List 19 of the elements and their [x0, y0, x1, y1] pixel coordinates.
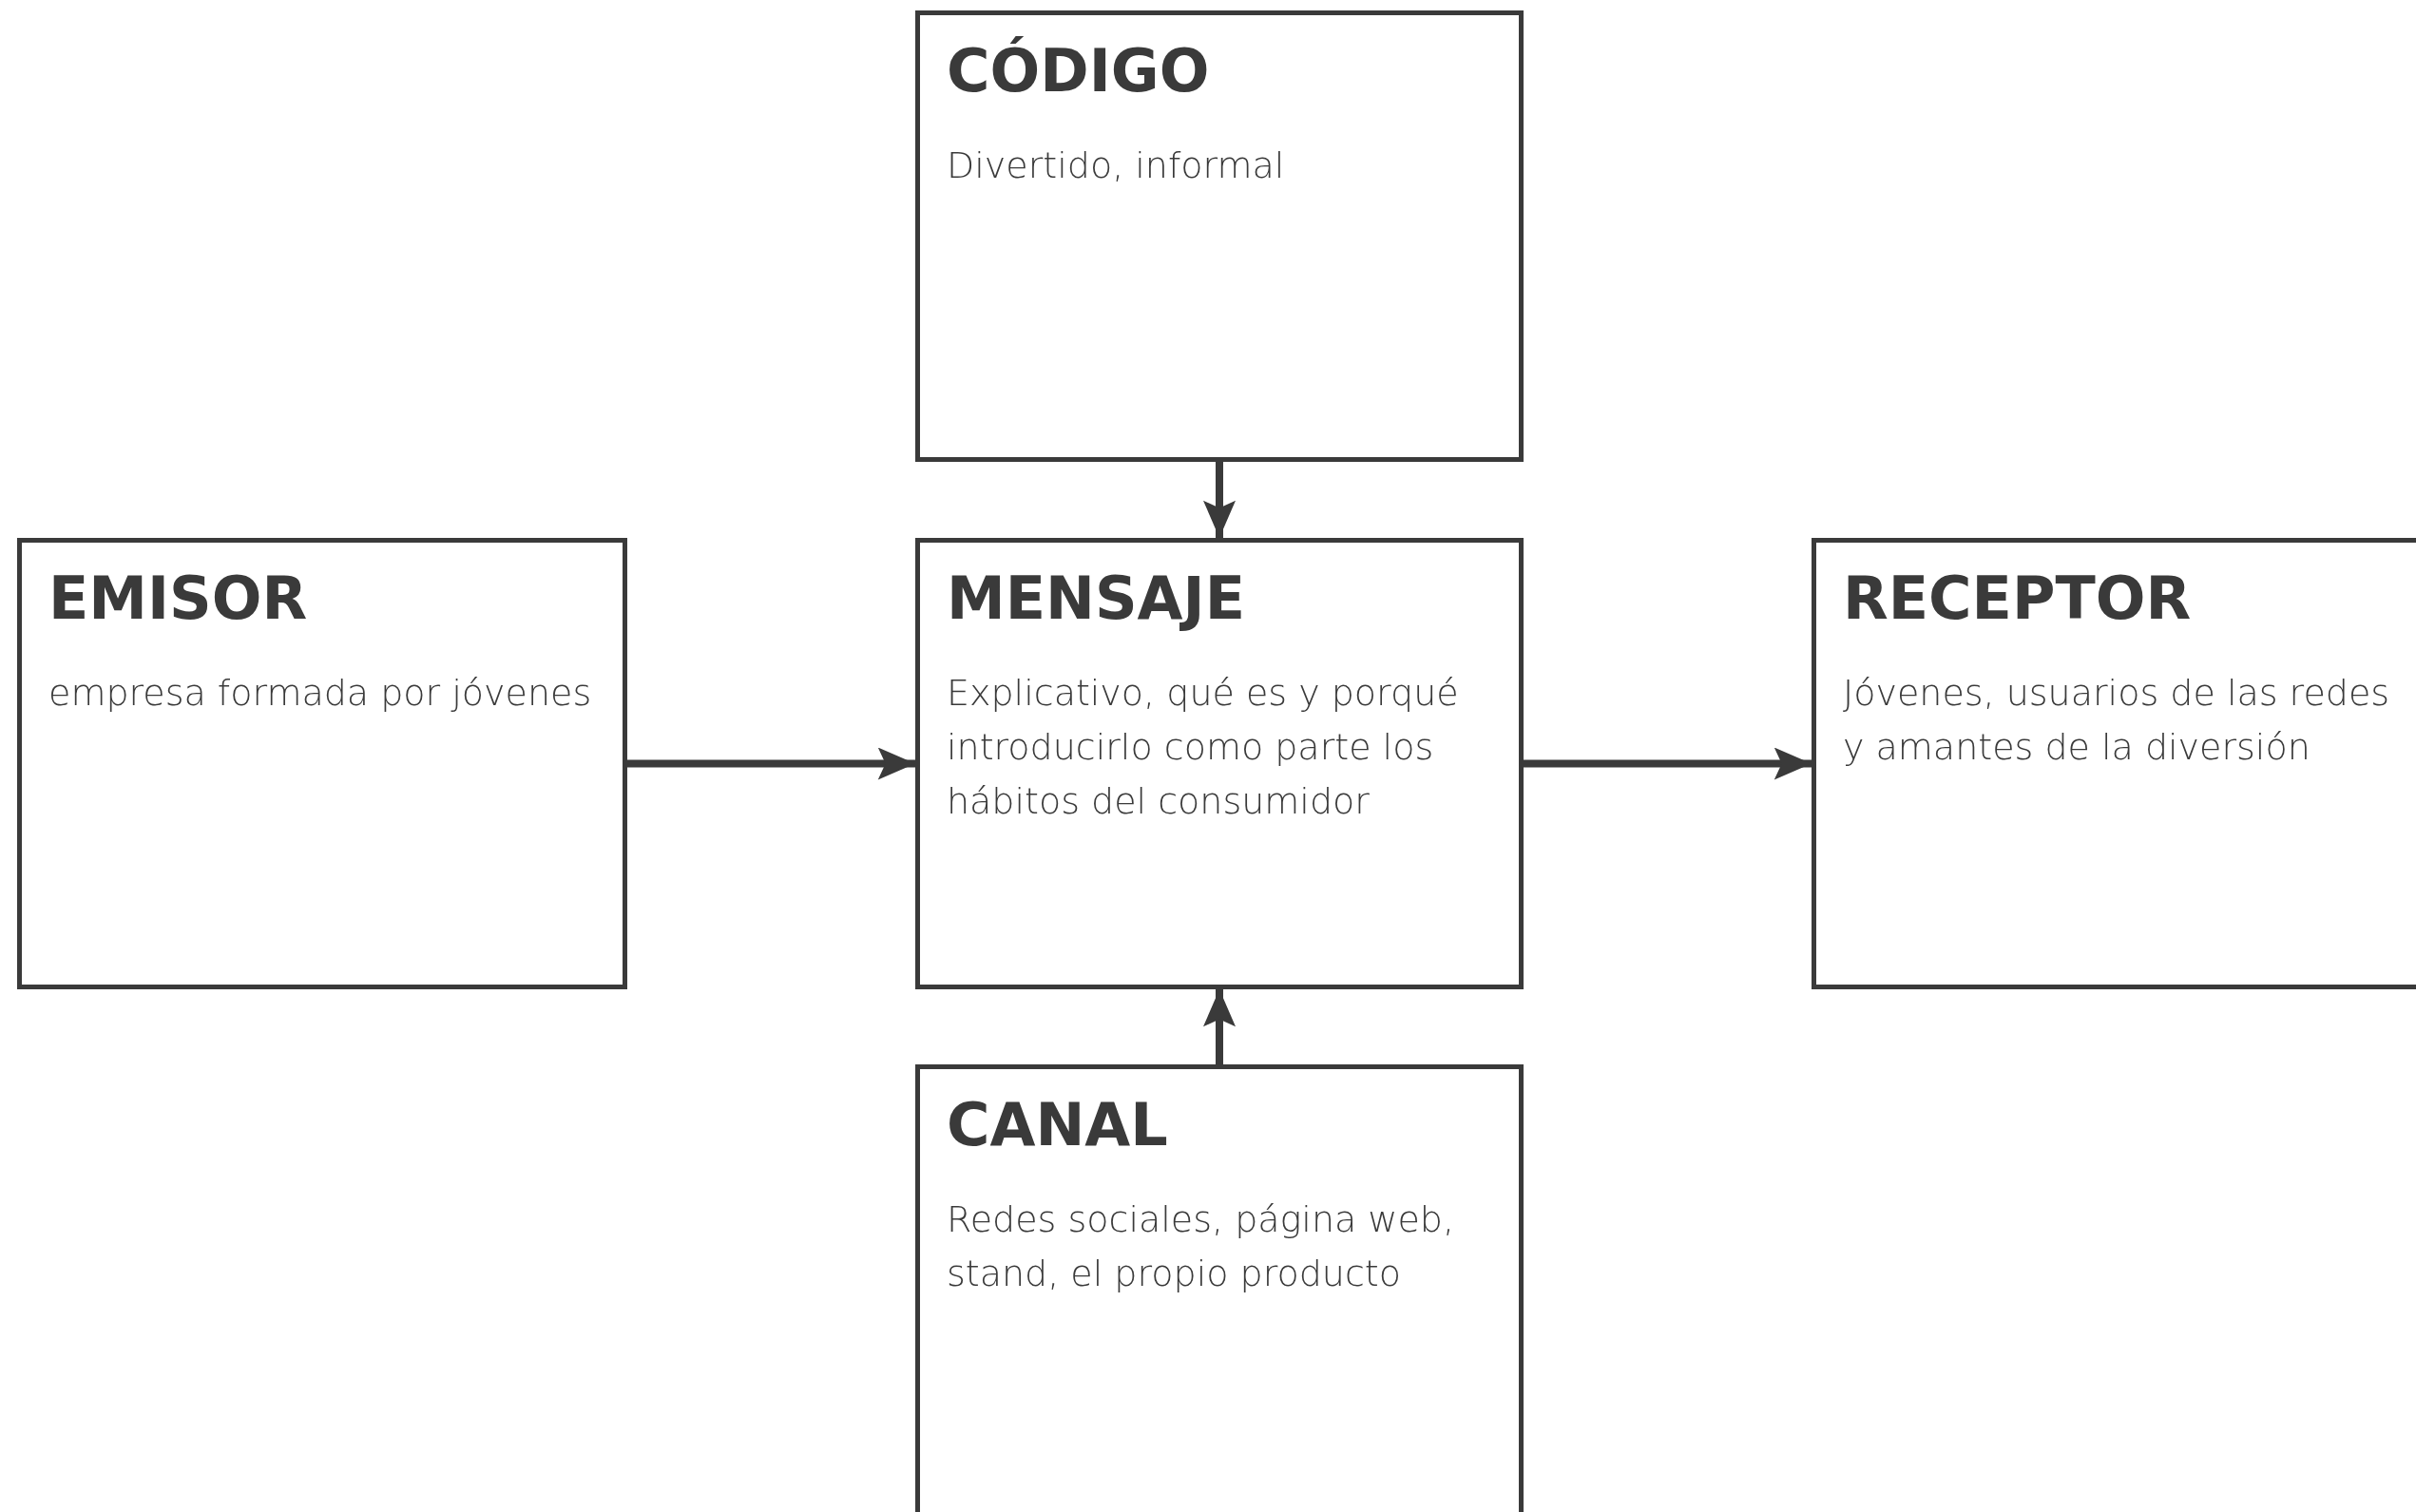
box-description: Divertido, informal: [947, 144, 1286, 189]
text-box: [915, 1064, 1524, 1512]
box-heading: MENSAJE: [947, 564, 1246, 635]
arrow: [1203, 462, 1236, 538]
box-heading: CÓDIGO: [947, 36, 1211, 107]
box-heading: EMISOR: [48, 564, 309, 635]
box-heading: CANAL: [947, 1090, 1169, 1161]
box-description: empresa formada por jóvenes: [48, 671, 593, 717]
box-heading: RECEPTOR: [1843, 564, 2193, 635]
arrow: [627, 747, 915, 780]
box-description: Explicativo, qué es y porqué introducirlo como parte los hábitos del consumidor: [947, 671, 1460, 825]
box-description: Redes sociales, página web, stand, el propio producto: [947, 1197, 1455, 1297]
text-box: [915, 10, 1524, 462]
arrow: [1203, 989, 1236, 1064]
text-box: [915, 538, 1524, 989]
arrow: [1524, 747, 1812, 780]
box-description: Jóvenes, usuarios de las redes y amantes de la diversión: [1843, 671, 2391, 771]
text-box: [1812, 538, 2416, 989]
text-box: [17, 538, 627, 989]
